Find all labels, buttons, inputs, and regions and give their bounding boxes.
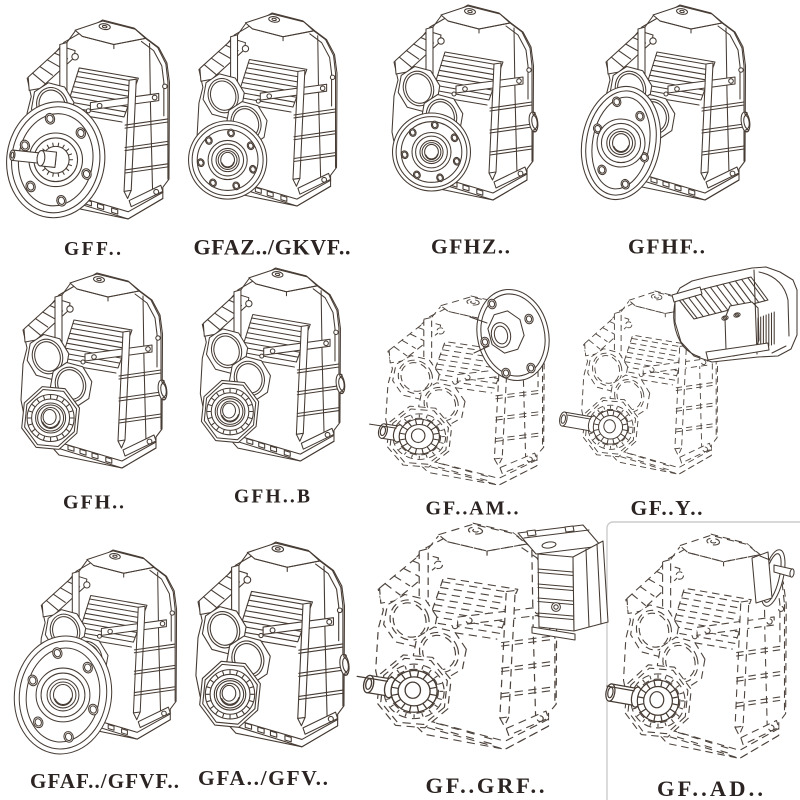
svg-text:GFHF..: GFHF.. [628,235,705,259]
svg-text:GFA../GFV..: GFA../GFV.. [198,766,328,790]
svg-text:GF..GRF..: GF..GRF.. [426,773,545,798]
svg-text:GFF..: GFF.. [64,239,121,260]
svg-text:GFHZ..: GFHZ.. [431,235,510,259]
svg-text:GFH..B: GFH..B [234,487,310,508]
svg-text:GF..AM..: GF..AM.. [426,498,519,520]
svg-text:GF..Y..: GF..Y.. [631,496,703,520]
svg-text:GFAF../GFVF..: GFAF../GFVF.. [30,769,179,793]
svg-text:GFAZ../GKVF..: GFAZ../GKVF.. [194,235,351,260]
